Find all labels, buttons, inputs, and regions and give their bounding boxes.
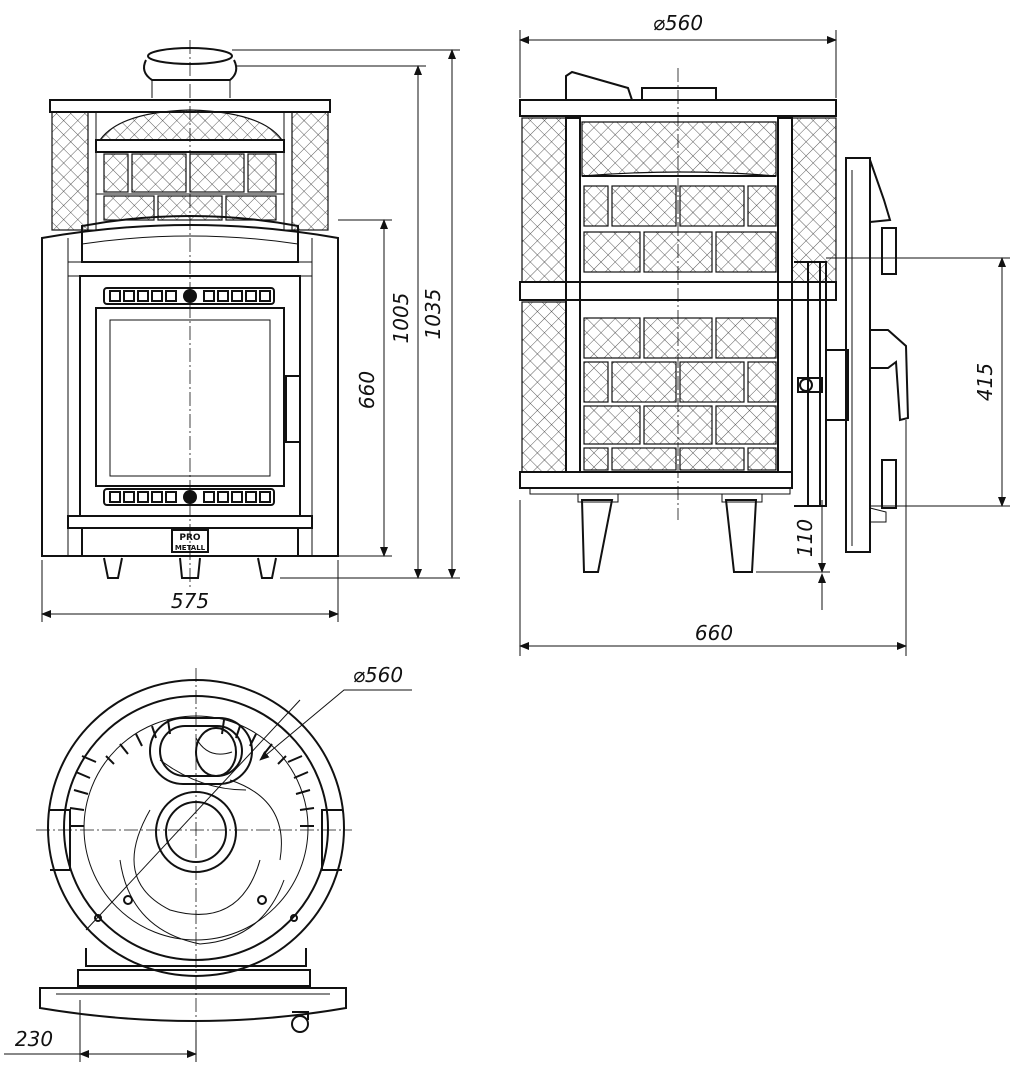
front-body xyxy=(41,224,339,557)
front-stone-right xyxy=(291,111,329,231)
dim-front-door-height: 660 xyxy=(355,371,379,409)
top-door-knob xyxy=(291,1015,309,1033)
side-bottom-plate xyxy=(519,471,793,489)
side-bricks xyxy=(583,185,777,471)
dim-front-width: 575 xyxy=(171,589,209,613)
front-vent-bottom xyxy=(103,488,275,506)
side-door-panel xyxy=(845,157,871,553)
side-top-fittings xyxy=(565,70,717,101)
front-vent-top xyxy=(103,287,275,305)
dim-front-body-height: 1005 xyxy=(389,293,413,344)
front-top-arch xyxy=(81,215,299,263)
front-door-handle xyxy=(285,375,301,443)
side-view: ⌀560 660 415 110 xyxy=(519,11,1010,656)
dim-side-depth: 660 xyxy=(695,621,733,645)
top-chimney xyxy=(149,717,253,785)
dim-top-diameter: ⌀560 xyxy=(353,663,403,687)
side-stone-left-lower xyxy=(521,301,567,473)
front-view: PRO METALL 575 1035 1005 660 xyxy=(41,40,460,622)
dim-side-diameter: ⌀560 xyxy=(653,11,703,35)
front-stone-left xyxy=(51,111,89,231)
side-stone-left-upper xyxy=(521,117,567,283)
front-dimensions: 575 1035 1005 660 xyxy=(41,49,460,622)
top-vent-ring xyxy=(69,719,315,827)
dim-front-total-height: 1035 xyxy=(421,289,445,340)
side-stone-arch xyxy=(581,121,777,177)
top-door-plate xyxy=(39,987,347,1022)
front-stone-arch xyxy=(98,109,284,141)
side-stone-right-upper xyxy=(791,117,837,283)
dim-side-legs: 110 xyxy=(793,519,817,557)
top-swirl-a xyxy=(119,859,285,945)
side-dimensions: ⌀560 660 415 110 xyxy=(519,11,1010,656)
top-view: ⌀560 230 xyxy=(4,663,412,1062)
side-legs xyxy=(577,493,763,573)
dim-side-door: 415 xyxy=(973,363,997,401)
dim-top-offset: 230 xyxy=(15,1027,53,1051)
top-dimensions: ⌀560 230 xyxy=(4,663,412,1062)
side-door-assembly xyxy=(794,157,910,553)
